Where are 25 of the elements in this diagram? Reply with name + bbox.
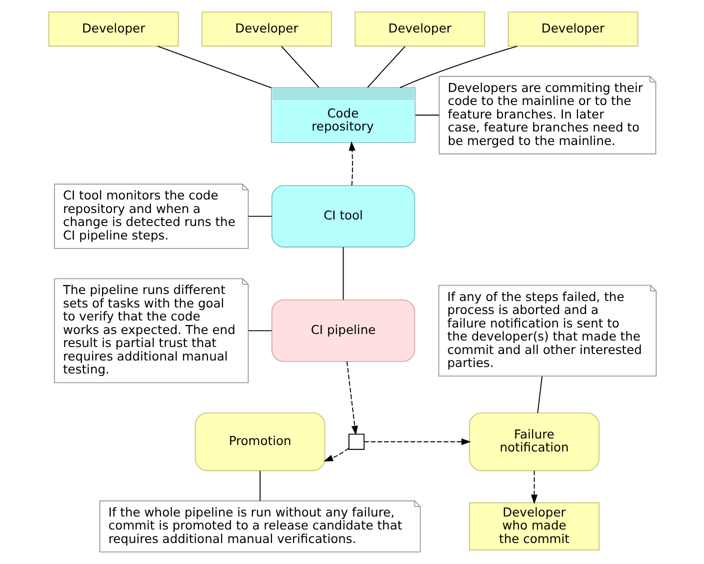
- arrow: [363, 438, 470, 446]
- connector: [536, 376, 542, 414]
- node-box: Developer: [48, 12, 178, 47]
- node-box: Developer: [507, 12, 638, 47]
- node-box: Developer who made the commit: [468, 502, 599, 550]
- connector: [247, 216, 272, 217]
- node-box: [348, 434, 364, 450]
- node-box: CI pipeline: [270, 300, 415, 362]
- connector: [342, 246, 344, 300]
- connector: [398, 46, 518, 88]
- arrow: [530, 470, 538, 504]
- node-box: CI tool: [270, 185, 415, 248]
- node-box: Failure notification: [468, 412, 599, 472]
- connector: [366, 46, 406, 88]
- node-box: Developer: [354, 12, 485, 47]
- connector: [156, 46, 272, 88]
- arrow: [348, 141, 355, 186]
- node-box: Promotion: [194, 412, 325, 472]
- connector: [247, 330, 272, 332]
- arrow: [346, 361, 358, 436]
- connector: [414, 114, 440, 116]
- node-box: Developer: [200, 12, 332, 47]
- arrow: [323, 448, 349, 462]
- connector: [280, 46, 319, 88]
- connector: [259, 470, 260, 502]
